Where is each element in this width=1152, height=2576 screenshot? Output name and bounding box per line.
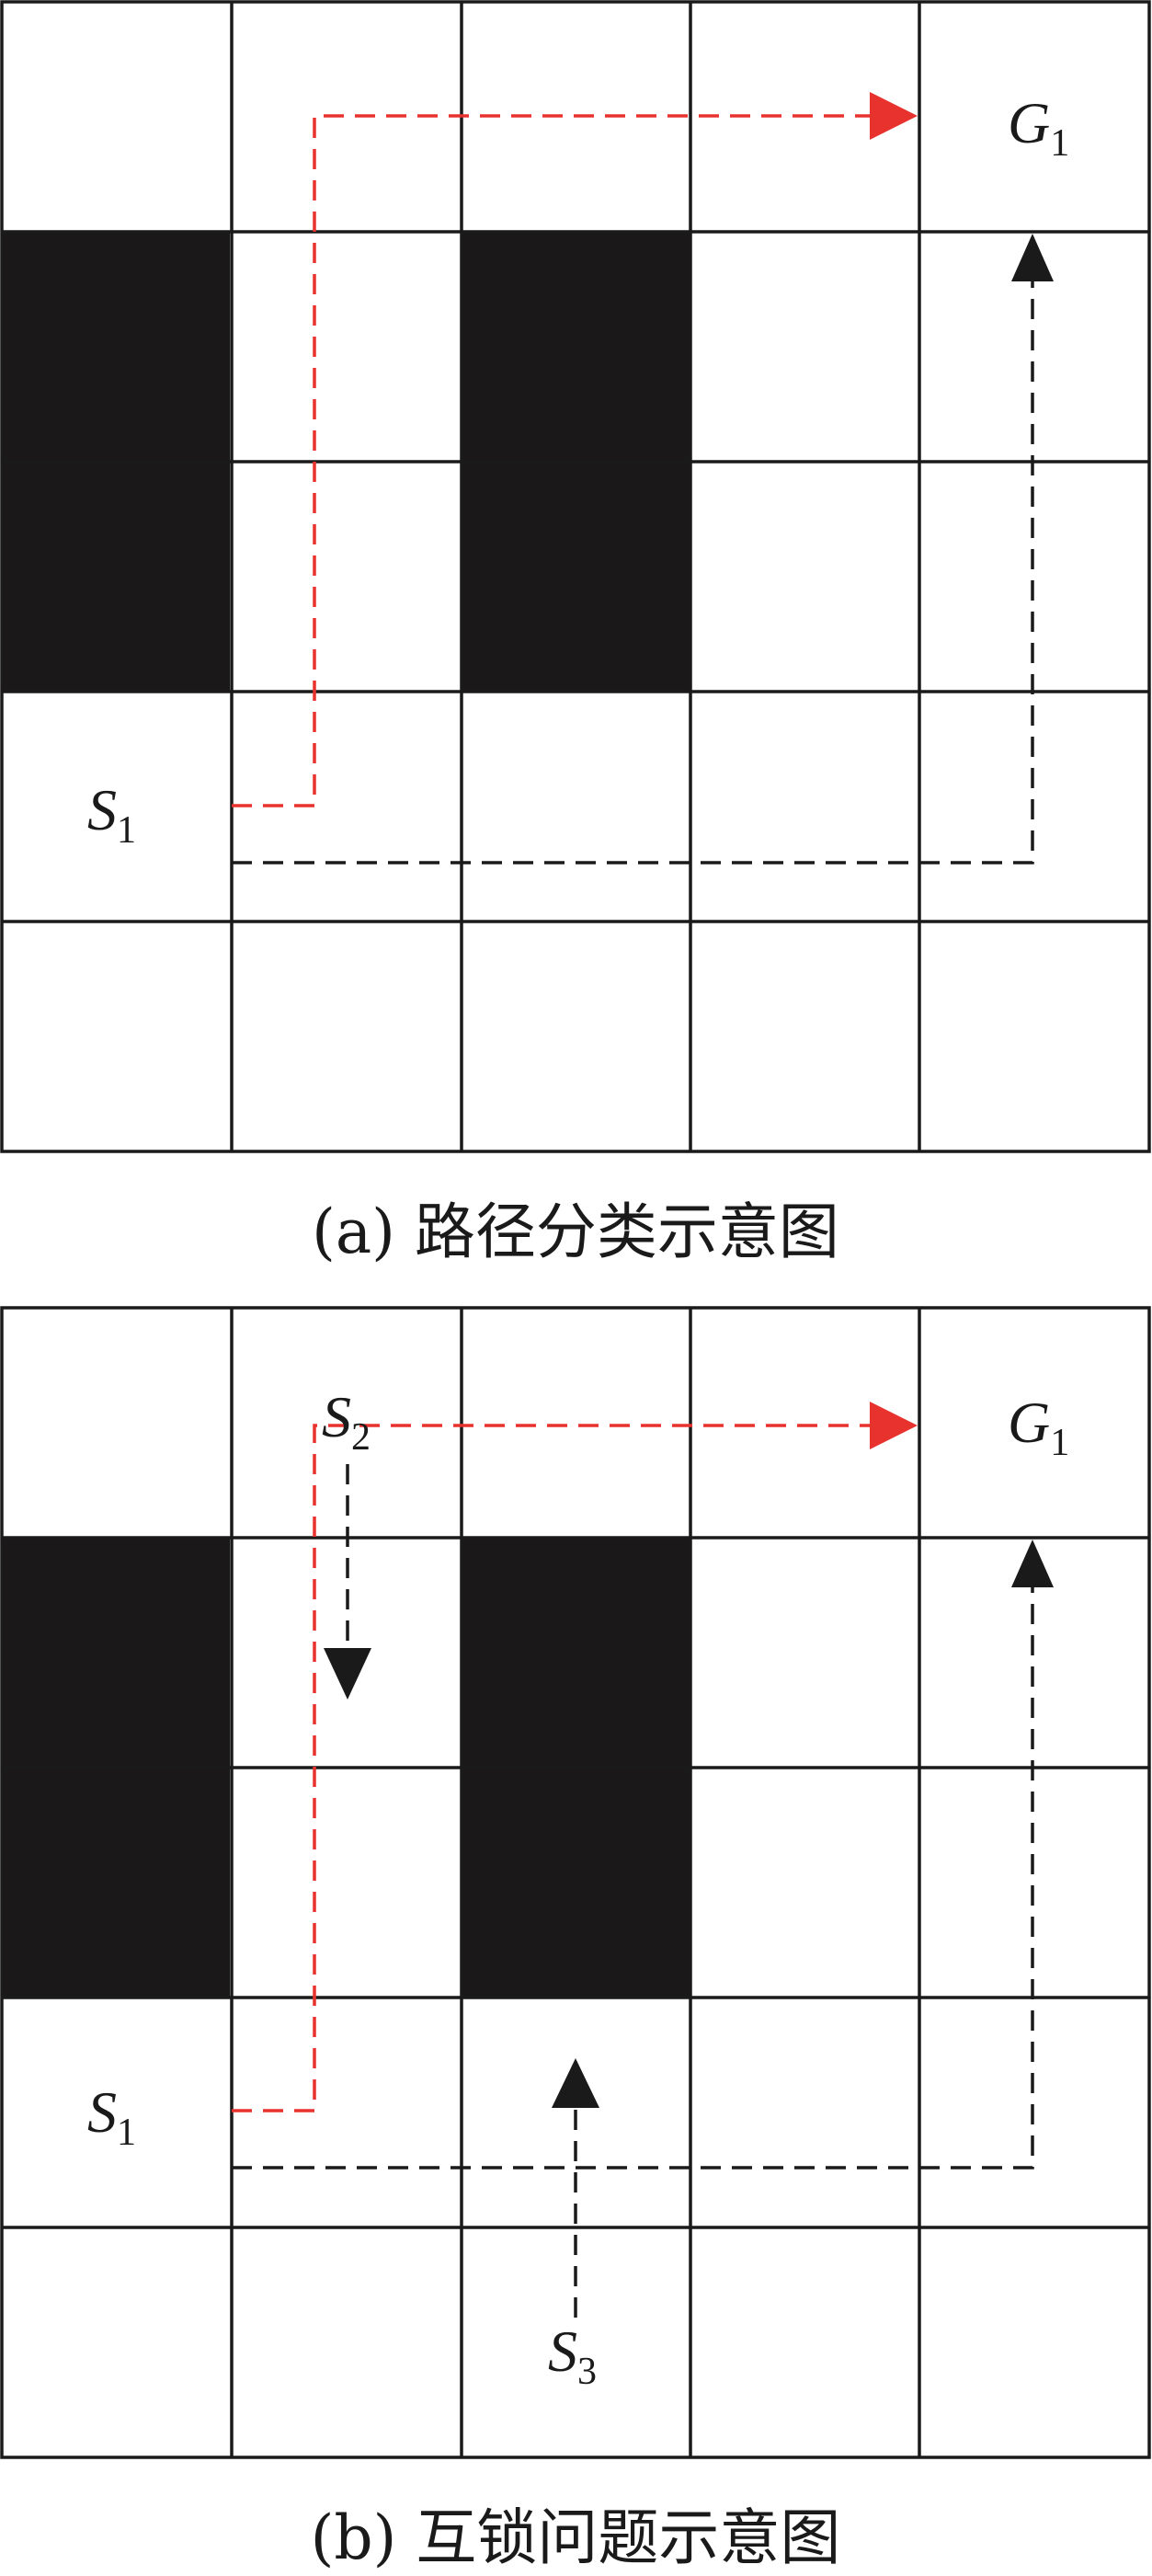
caption-a: (a) 路径分类示意图 bbox=[312, 1196, 839, 1267]
black-path-a bbox=[232, 281, 1034, 864]
s3-up-arrowhead bbox=[552, 2058, 599, 2108]
start-label-s2: S2 bbox=[322, 1384, 371, 1459]
panel-a: G1 S1 (a) 路径分类示意图 bbox=[0, 0, 1151, 1267]
red-path-a bbox=[232, 114, 870, 807]
black-arrowhead-a bbox=[1011, 234, 1054, 281]
red-path-b bbox=[232, 1424, 870, 2112]
grid-a bbox=[0, 0, 1151, 1153]
black-path-b bbox=[232, 1587, 1034, 2170]
panel-b: G1 S2 S1 S3 (b) 互锁问题示意图 bbox=[0, 1306, 1151, 2573]
red-arrowhead-b bbox=[870, 1402, 918, 1449]
goal-label-g1-a: G1 bbox=[1008, 90, 1069, 165]
s2-down-arrowhead bbox=[324, 1648, 371, 1700]
red-arrowhead-a bbox=[870, 92, 918, 140]
black-arrowhead-b bbox=[1011, 1540, 1054, 1587]
start-label-s3: S3 bbox=[548, 2318, 597, 2393]
grid-b bbox=[0, 1306, 1151, 2459]
caption-b: (b) 互锁问题示意图 bbox=[311, 2502, 841, 2573]
start-label-s1-a: S1 bbox=[87, 777, 136, 852]
goal-label-g1-b: G1 bbox=[1008, 1390, 1069, 1464]
start-label-s1-b: S1 bbox=[87, 2079, 136, 2154]
